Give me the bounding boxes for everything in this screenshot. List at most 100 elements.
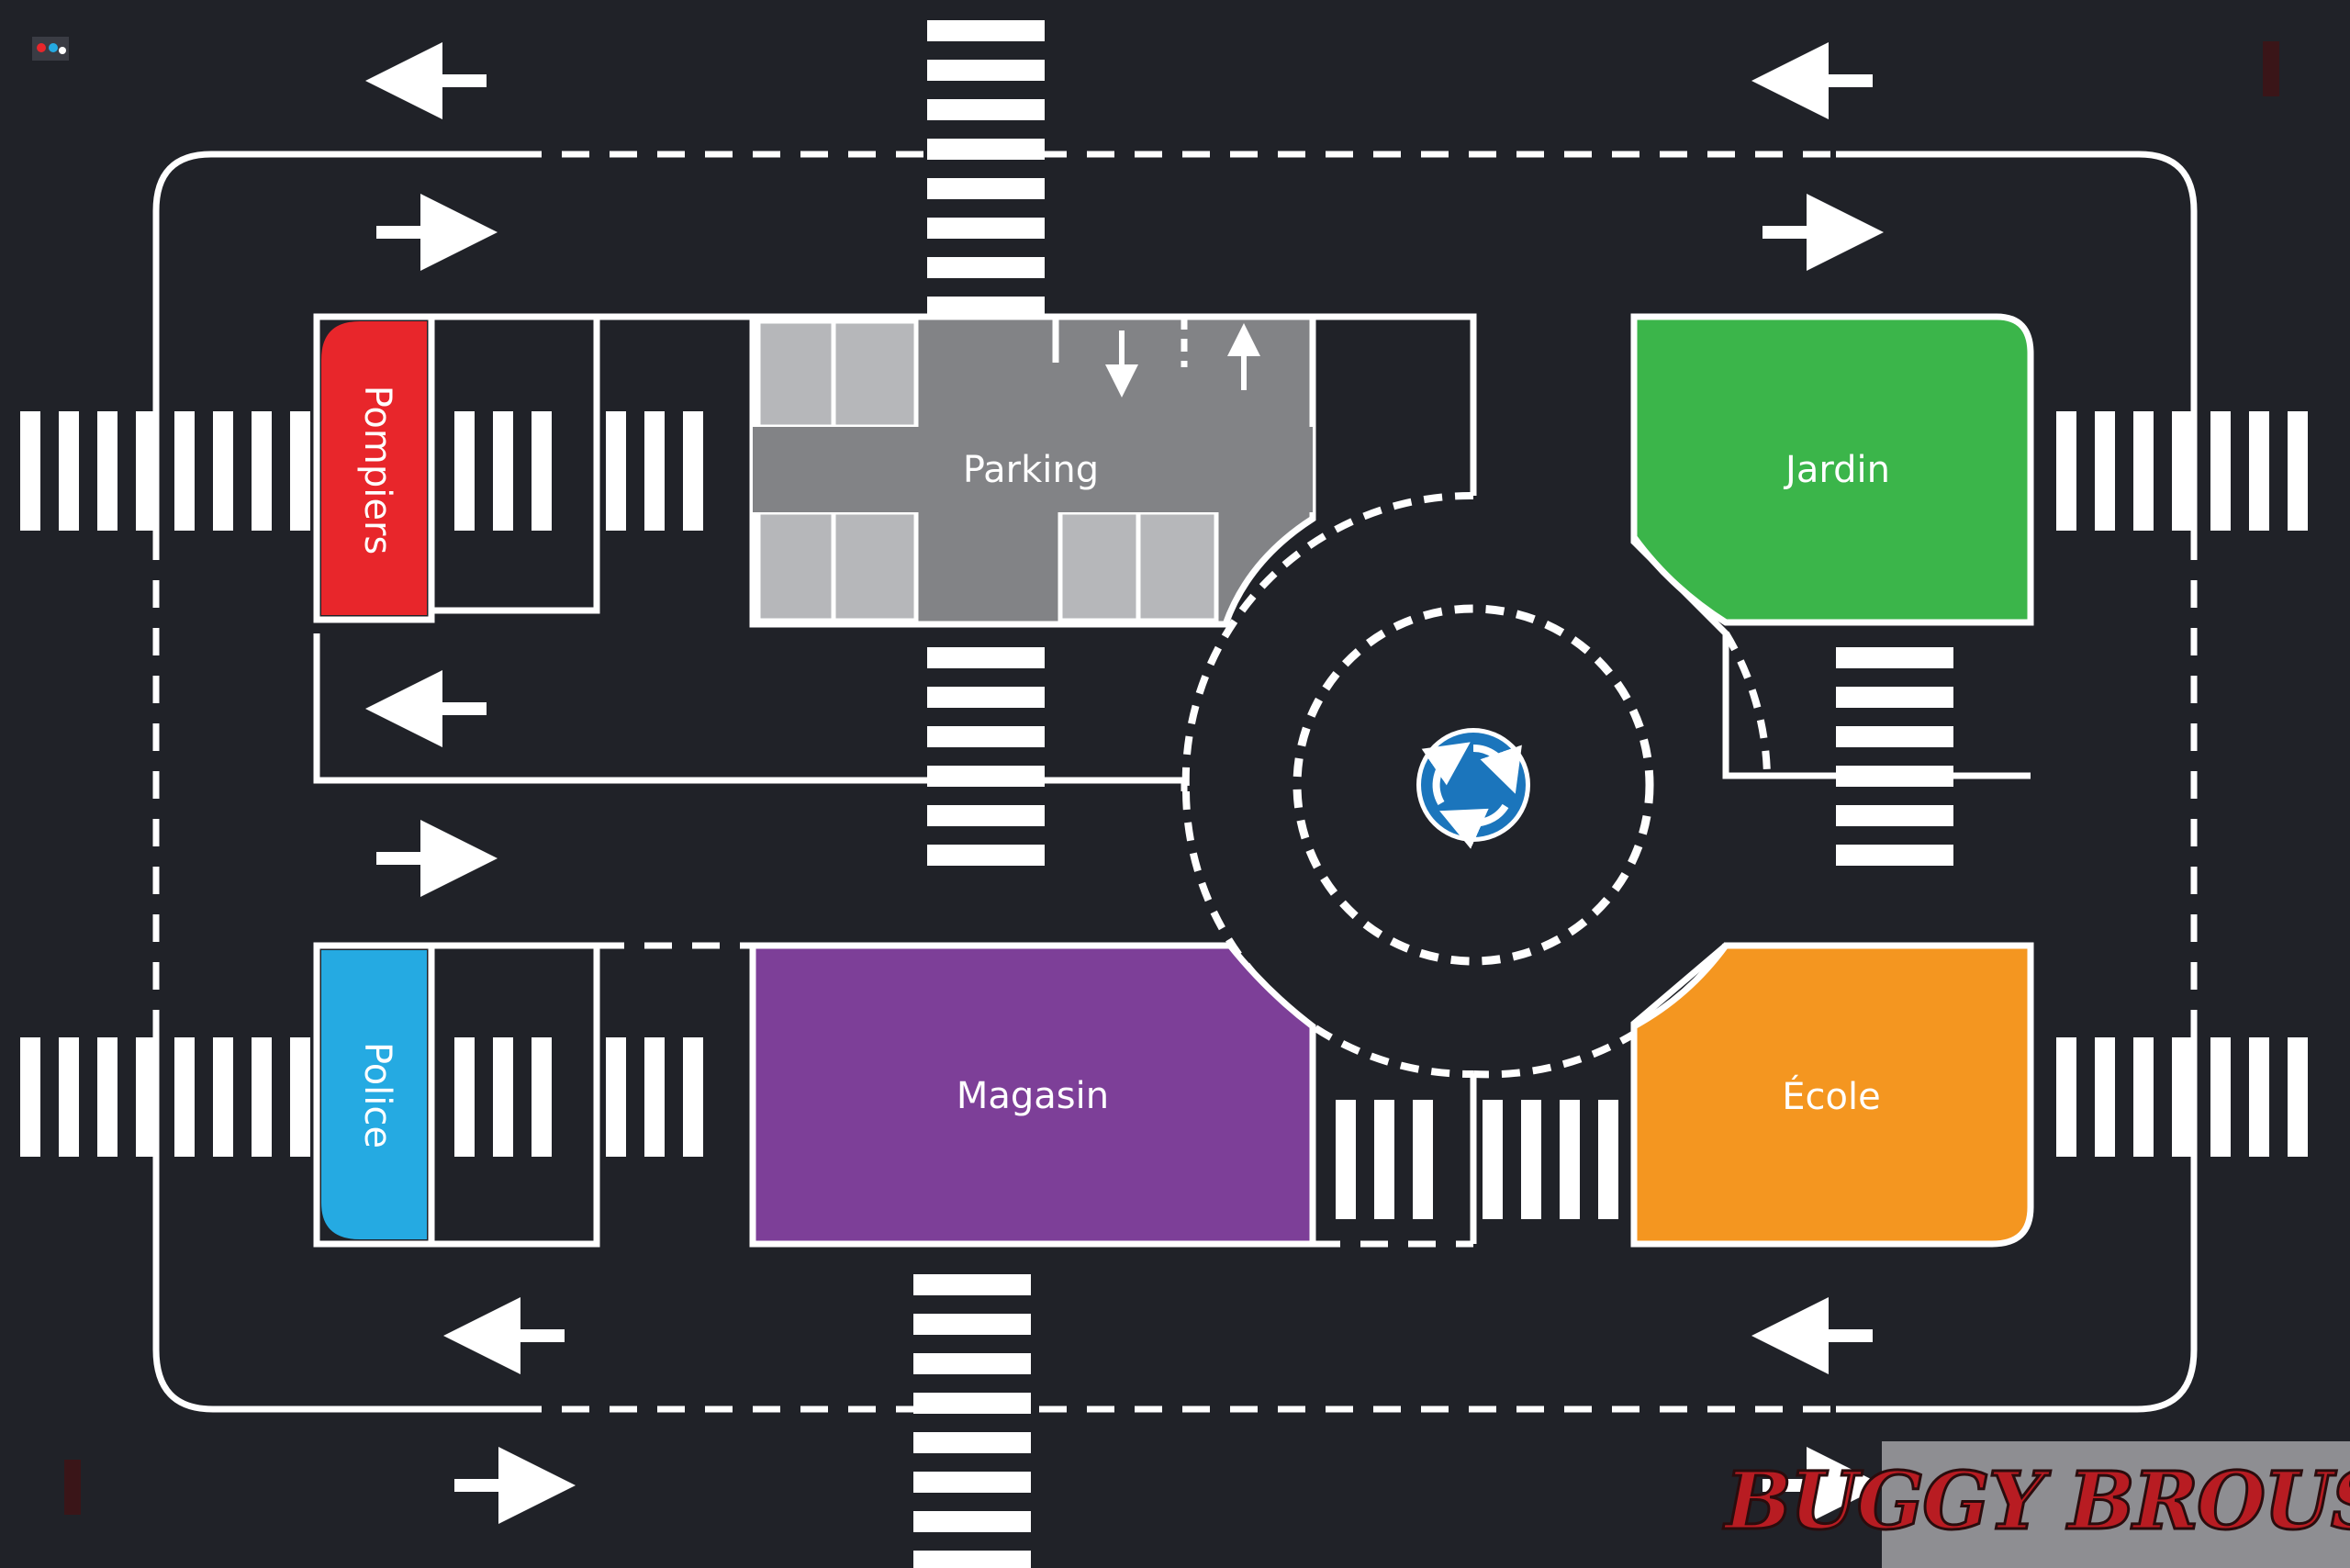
magasin-label: Magasin xyxy=(957,1075,1109,1117)
crosswalk-stripe xyxy=(1836,805,1953,826)
crosswalk-stripe xyxy=(644,411,665,531)
crosswalk-stripe xyxy=(927,647,1045,668)
crosswalk-inner-upper xyxy=(454,411,703,531)
crosswalk-stripe xyxy=(290,411,310,531)
crosswalk-stripe xyxy=(454,1037,475,1157)
crosswalk-stripe xyxy=(59,411,79,531)
crosswalk-stripe xyxy=(1560,1100,1580,1219)
crosswalk-right-lower xyxy=(2056,1037,2308,1157)
crosswalk-stripe xyxy=(927,845,1045,866)
crosswalk-stripe xyxy=(2210,411,2231,531)
crosswalk-stripe xyxy=(1483,1100,1503,1219)
magasin-building: Magasin xyxy=(749,942,1316,1248)
parking-label: Parking xyxy=(963,449,1099,491)
crosswalk-stripe xyxy=(2288,1037,2308,1157)
crosswalk-stripe xyxy=(2172,1037,2192,1157)
crosswalk-stripe xyxy=(683,1037,703,1157)
crosswalk-stripe xyxy=(927,297,1045,318)
crosswalk-stripe xyxy=(927,726,1045,747)
crosswalk-stripe xyxy=(2288,411,2308,531)
crosswalk-stripe xyxy=(606,1037,626,1157)
outer-road-border xyxy=(152,151,2198,1413)
crosswalk-stripe xyxy=(2133,411,2154,531)
crosswalk-stripe xyxy=(1374,1100,1394,1219)
crosswalk-jardin-south xyxy=(1836,647,1953,866)
crosswalk-stripe xyxy=(1336,1100,1356,1219)
crosswalk-bottom xyxy=(913,1274,1031,1568)
crosswalk-stripe xyxy=(2095,1037,2115,1157)
crosswalk-stripe xyxy=(136,1037,156,1157)
crosswalk-stripe xyxy=(927,218,1045,239)
crosswalk-stripe xyxy=(927,257,1045,278)
roundabout-sign-icon xyxy=(1416,728,1530,849)
crosswalk-stripe xyxy=(913,1551,1031,1568)
crosswalk-stripe xyxy=(683,411,703,531)
inner-dashed-lines xyxy=(317,777,1473,1248)
crosswalk-stripe xyxy=(927,20,1045,41)
police-label: Police xyxy=(356,1042,398,1148)
crosswalk-stripe xyxy=(913,1274,1031,1295)
crosswalk-inner-lower xyxy=(454,1037,703,1157)
crosswalk-stripe xyxy=(2095,411,2115,531)
direction-arrows xyxy=(365,42,1884,1524)
parking-aisle xyxy=(753,427,1313,512)
crosswalk-stripe xyxy=(532,1037,552,1157)
crosswalk-stripe xyxy=(927,178,1045,199)
crosswalk-stripe xyxy=(1836,647,1953,668)
crosswalk-stripe xyxy=(2249,411,2269,531)
crosswalks xyxy=(20,20,2308,1568)
crosswalk-stripe xyxy=(927,60,1045,81)
crosswalk-stripe xyxy=(290,1037,310,1157)
crosswalk-stripe xyxy=(136,411,156,531)
crosswalk-stripe xyxy=(927,766,1045,787)
crosswalk-stripe xyxy=(97,411,118,531)
crosswalk-stripe xyxy=(2056,411,2076,531)
crosswalk-stripe xyxy=(213,1037,233,1157)
outer-dashed-lines xyxy=(152,151,2198,1413)
crosswalk-stripe xyxy=(2249,1037,2269,1157)
crosswalk-stripe xyxy=(1836,845,1953,866)
crosswalk-stripe xyxy=(59,1037,79,1157)
crosswalk-stripe xyxy=(927,139,1045,160)
crosswalk-stripe xyxy=(913,1393,1031,1414)
crosswalk-stripe xyxy=(2210,1037,2231,1157)
crosswalk-stripe xyxy=(1521,1100,1541,1219)
crosswalk-stripe xyxy=(174,411,195,531)
corner-logo-icon xyxy=(64,41,2279,1515)
jardin-label: Jardin xyxy=(1783,449,1890,491)
crosswalk-stripe xyxy=(927,687,1045,708)
pompiers-label: Pompiers xyxy=(356,386,398,555)
police-building: Police xyxy=(313,942,435,1248)
crosswalk-stripe xyxy=(454,411,475,531)
crosswalk-stripe xyxy=(2056,1037,2076,1157)
crosswalk-stripe xyxy=(606,411,626,531)
crosswalk-right-upper xyxy=(2056,411,2308,531)
crosswalk-stripe xyxy=(913,1511,1031,1532)
ecole-label: École xyxy=(1782,1074,1880,1118)
crosswalk-stripe xyxy=(2172,411,2192,531)
crosswalk-stripe xyxy=(913,1353,1031,1374)
pompiers-building: Pompiers xyxy=(313,313,435,623)
crosswalk-stripe xyxy=(252,411,272,531)
crosswalk-stripe xyxy=(532,411,552,531)
jardin-building: Jardin xyxy=(1630,313,2034,626)
corner-logo-icon xyxy=(32,37,69,61)
crosswalk-stripe xyxy=(644,1037,665,1157)
crosswalk-top xyxy=(927,20,1045,318)
crosswalk-stripe xyxy=(252,1037,272,1157)
crosswalk-stripe xyxy=(2133,1037,2154,1157)
brand-panel: BUGGY BROUSSE xyxy=(1721,1441,2350,1568)
crosswalk-magasin-east xyxy=(1336,1100,1618,1219)
crosswalk-stripe xyxy=(1413,1100,1433,1219)
crosswalk-stripe xyxy=(927,805,1045,826)
crosswalk-stripe xyxy=(927,99,1045,120)
crosswalk-stripe xyxy=(493,411,513,531)
crosswalk-stripe xyxy=(1598,1100,1618,1219)
crosswalk-stripe xyxy=(213,411,233,531)
crosswalk-stripe xyxy=(20,411,40,531)
crosswalk-stripe xyxy=(174,1037,195,1157)
crosswalk-stripe xyxy=(1836,726,1953,747)
